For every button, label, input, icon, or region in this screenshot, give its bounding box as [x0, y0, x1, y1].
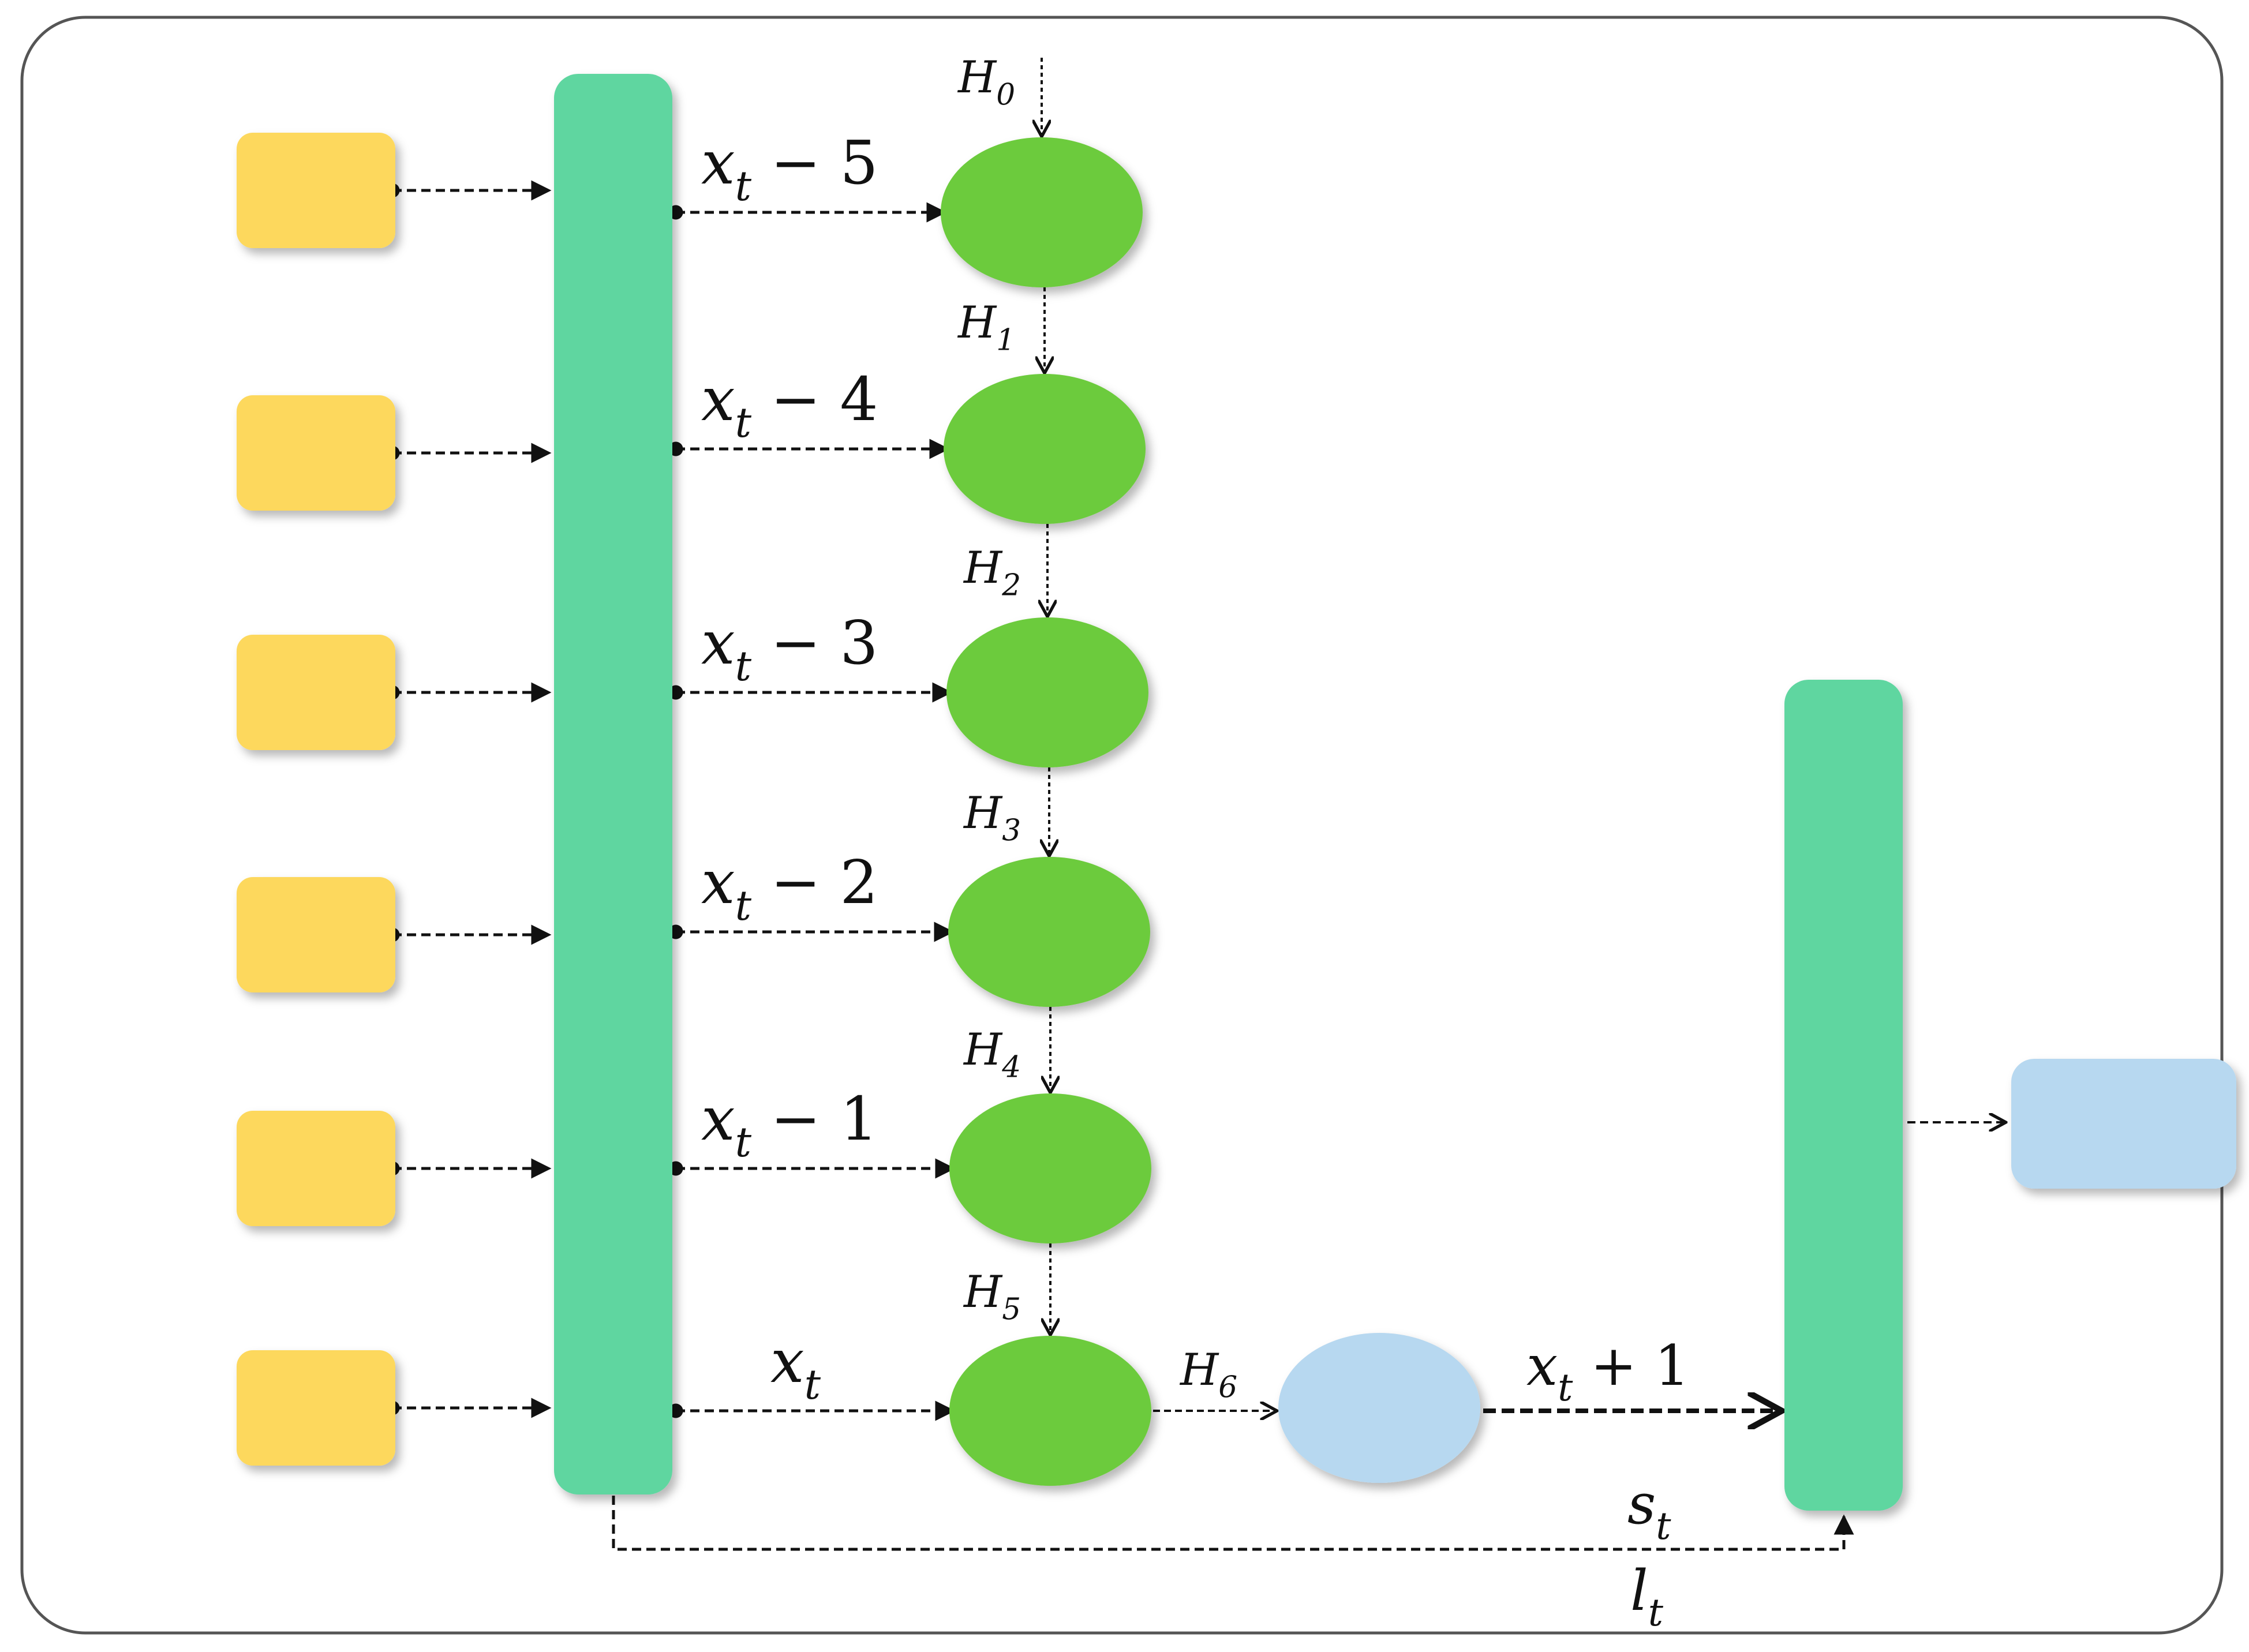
sequence-edge-label: xt − 1	[701, 1084, 878, 1166]
sequence-edge-label-rest: − 2	[751, 847, 878, 917]
hidden-state-label: H3	[963, 787, 1021, 848]
sequence-edge-label-subscript: t	[735, 162, 752, 210]
sequence-edge-label: xt − 3	[701, 608, 878, 690]
sequence-edge-label-var: x	[701, 608, 735, 678]
hidden-state-label-subscript: 1	[996, 323, 1015, 357]
hidden-state-label-subscript: 2	[1001, 568, 1021, 602]
seasonal-edge-label-subscript: t	[1656, 1504, 1671, 1548]
hidden-state-label-var: H	[963, 1266, 1003, 1317]
sequence-edge-label-subscript: t	[735, 882, 752, 930]
sequence-edge-label-var: x	[701, 364, 735, 434]
sequence-edge-label: xt − 4	[701, 364, 878, 447]
hidden-state-label-subscript: 3	[1002, 813, 1021, 848]
sequence-edge-label-var: x	[770, 1326, 804, 1396]
hidden-state-label-var: H	[963, 1024, 1003, 1075]
hidden-state-label-subscript: 5	[1002, 1292, 1021, 1327]
hidden-state-label: H0	[957, 51, 1015, 112]
sequence-edge-label-rest: − 5	[751, 128, 878, 198]
forecast-edge-label-var: x	[1526, 1333, 1558, 1398]
sequence-edge-label-subscript: t	[735, 642, 752, 690]
level-edge-label-var: l	[1630, 1559, 1648, 1623]
lstm-node	[948, 857, 1150, 1007]
input-box	[237, 635, 395, 750]
hidden-state-label-subscript: 6	[1218, 1370, 1237, 1404]
lstm-node	[941, 137, 1143, 287]
input-box	[237, 1111, 395, 1226]
lstm-node	[949, 1336, 1151, 1486]
seasonal-edge-label: st	[1627, 1472, 1671, 1548]
hidden-state-label-var: H	[963, 542, 1003, 593]
level-edge-label: lt	[1630, 1559, 1664, 1635]
hidden-state-label: H5	[963, 1266, 1021, 1327]
sequence-edge-label-rest: − 1	[751, 1084, 878, 1154]
seasonal-edge-label-var: s	[1627, 1472, 1656, 1537]
lstm-node	[944, 374, 1146, 524]
hidden-state-label-var: H	[1179, 1344, 1219, 1395]
hidden-state-label: H4	[963, 1024, 1021, 1084]
sequence-edge-label-rest: − 4	[751, 364, 878, 434]
hidden-state-label: H6	[1179, 1344, 1237, 1404]
preprocess-bar	[554, 74, 672, 1494]
level-edge-label-subscript: t	[1648, 1591, 1664, 1635]
forecast-edge-label-subscript: t	[1558, 1366, 1573, 1410]
hidden-state-label-var: H	[963, 787, 1003, 838]
hidden-state-label-subscript: 4	[1001, 1050, 1021, 1084]
hidden-state-label: H2	[963, 542, 1021, 602]
sequence-edge-label-subscript: t	[804, 1361, 821, 1408]
lstm-node	[949, 1093, 1151, 1243]
hidden-state-label-subscript: 0	[996, 77, 1015, 112]
nodes-layer	[237, 74, 2236, 1511]
forecast-edge-label-rest: + 1	[1573, 1333, 1690, 1398]
sequence-edge-label-rest: − 3	[751, 608, 878, 678]
sequence-edge-label: xt	[770, 1326, 821, 1408]
forecast-edge-label: xt + 1	[1526, 1333, 1690, 1410]
input-box	[237, 877, 395, 992]
postprocess-bar	[1784, 680, 1903, 1511]
input-box	[237, 395, 395, 511]
input-box	[237, 133, 395, 248]
output-box	[2011, 1059, 2236, 1189]
input-box	[237, 1350, 395, 1466]
sequence-edge-label-subscript: t	[735, 1118, 752, 1166]
output-lstm-node	[1278, 1333, 1480, 1483]
hidden-state-label-var: H	[957, 51, 997, 103]
lstm-node	[946, 617, 1148, 767]
sequence-edge-label-subscript: t	[735, 399, 752, 447]
sequence-edge-label-var: x	[701, 1084, 735, 1154]
bypass-edge	[612, 1496, 1854, 1551]
hidden-state-label: H1	[957, 297, 1015, 357]
sequence-edge-label-var: x	[701, 847, 735, 917]
hidden-state-label-var: H	[957, 297, 997, 348]
sequence-edge-label: xt − 5	[701, 128, 878, 210]
edges-layer	[385, 58, 2004, 1551]
sequence-edge-label: xt − 2	[701, 847, 878, 930]
sequence-edge-label-var: x	[701, 128, 735, 198]
